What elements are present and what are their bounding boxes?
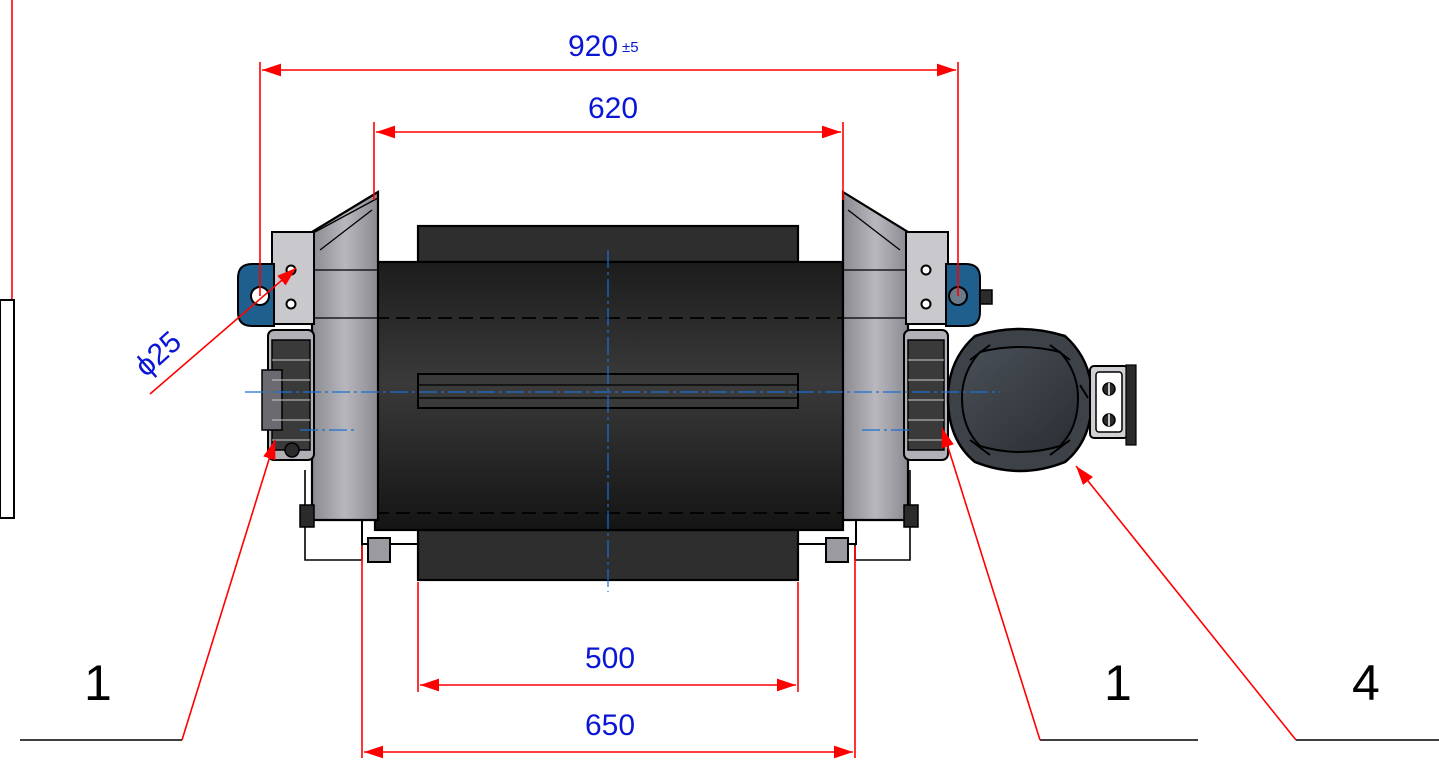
dimension-overall: 920 ±5 [259,30,959,296]
dimension-pin-diameter-value: ϕ25 [129,325,188,383]
dimension-drum: 500 [417,582,799,692]
dimension-drum-value: 500 [585,642,635,675]
callout-left-brake: 1 [20,439,276,741]
center-lines [245,250,1000,592]
callout-label: 1 [84,655,112,711]
dimension-frame-value: 620 [588,92,638,125]
callout-right-brake: 1 [941,427,1198,741]
drum [373,224,845,582]
dimension-overall-value: 920 [568,30,618,63]
callout-label: 1 [1104,655,1132,711]
left-edge-fragment [0,0,15,519]
dimension-overall-tolerance: ±5 [622,39,639,56]
callout-label: 4 [1352,655,1380,711]
dimension-frame: 620 [373,92,844,200]
winch-machine [237,190,1137,582]
left-brake-assembly [261,329,315,528]
left-pin [237,263,275,327]
motor [946,327,1137,473]
right-brake-assembly [903,329,949,528]
dimension-base-value: 650 [585,709,635,742]
right-pin [945,263,993,327]
right-side-plate [841,190,949,522]
dimension-base: 650 [361,546,856,759]
callout-motor: 4 [1075,465,1439,741]
